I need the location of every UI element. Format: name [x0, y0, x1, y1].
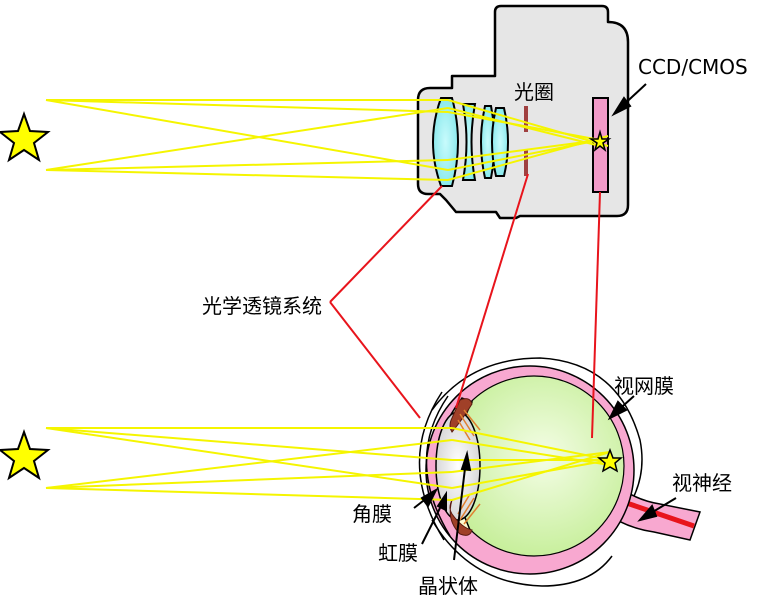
iris-label: 虹膜 — [378, 541, 418, 565]
sensor-label: CCD/CMOS — [638, 55, 748, 79]
star-icon — [0, 428, 51, 481]
camera-lens-front — [432, 97, 459, 187]
cornea-label: 角膜 — [352, 502, 392, 526]
aperture-blade-bottom — [524, 150, 528, 176]
optic-nerve-label: 视神经 — [672, 471, 732, 495]
eye-outer-wall — [431, 357, 643, 497]
star-icon — [0, 110, 51, 163]
aperture-label: 光圈 — [514, 80, 554, 104]
lens-label: 晶状体 — [418, 574, 478, 598]
cornea-outer-line — [425, 395, 451, 537]
cornea-outer-line-2 — [418, 391, 445, 541]
iris-bottom — [449, 499, 473, 536]
star-icon — [596, 447, 624, 473]
aperture-blade-top — [524, 106, 528, 132]
red-pointers — [329, 173, 601, 439]
retina-label: 视网膜 — [614, 374, 674, 398]
camera-lens-concave — [461, 103, 477, 181]
eye-light-rays — [45, 427, 617, 501]
optics-label: 光学透镜系统 — [202, 294, 322, 318]
black-arrows — [413, 83, 677, 561]
camera-light-rays — [45, 99, 609, 181]
ciliary-fibres — [457, 409, 481, 525]
star-icon — [588, 129, 612, 153]
